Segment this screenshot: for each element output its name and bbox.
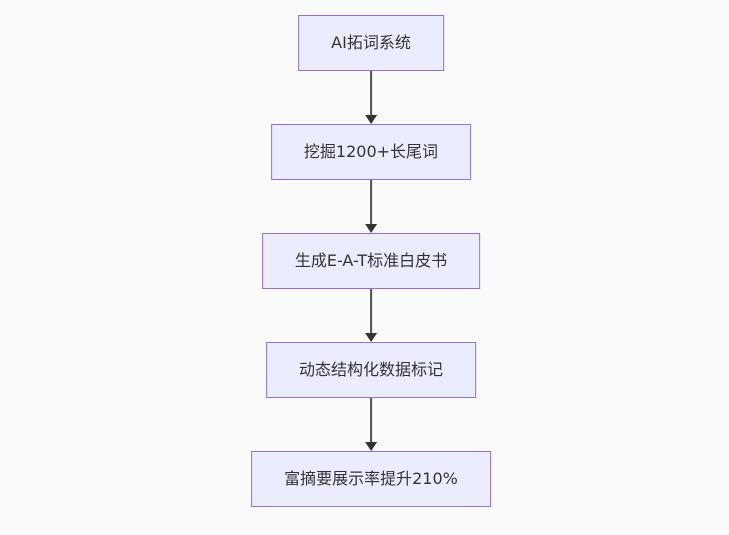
- flow-node-5: 富摘要展示率提升210%: [251, 451, 491, 507]
- arrow-connector-3: [365, 289, 377, 342]
- flow-node-3: 生成E-A-T标准白皮书: [261, 233, 481, 289]
- flow-node-4: 动态结构化数据标记: [265, 342, 476, 398]
- arrow-line: [370, 71, 372, 115]
- flowchart: AI拓词系统 挖掘1200+长尾词 生成E-A-T标准白皮书 动态结构化数据标记…: [251, 15, 491, 507]
- flow-node-2: 挖掘1200+长尾词: [270, 124, 472, 180]
- arrow-down-icon: [365, 224, 377, 233]
- flow-node-1: AI拓词系统: [298, 15, 444, 71]
- arrow-connector-2: [365, 180, 377, 233]
- arrow-down-icon: [365, 333, 377, 342]
- arrow-line: [370, 289, 372, 333]
- arrow-connector-4: [365, 398, 377, 451]
- arrow-connector-1: [365, 71, 377, 124]
- arrow-line: [370, 180, 372, 224]
- arrow-line: [370, 398, 372, 442]
- arrow-down-icon: [365, 442, 377, 451]
- arrow-down-icon: [365, 115, 377, 124]
